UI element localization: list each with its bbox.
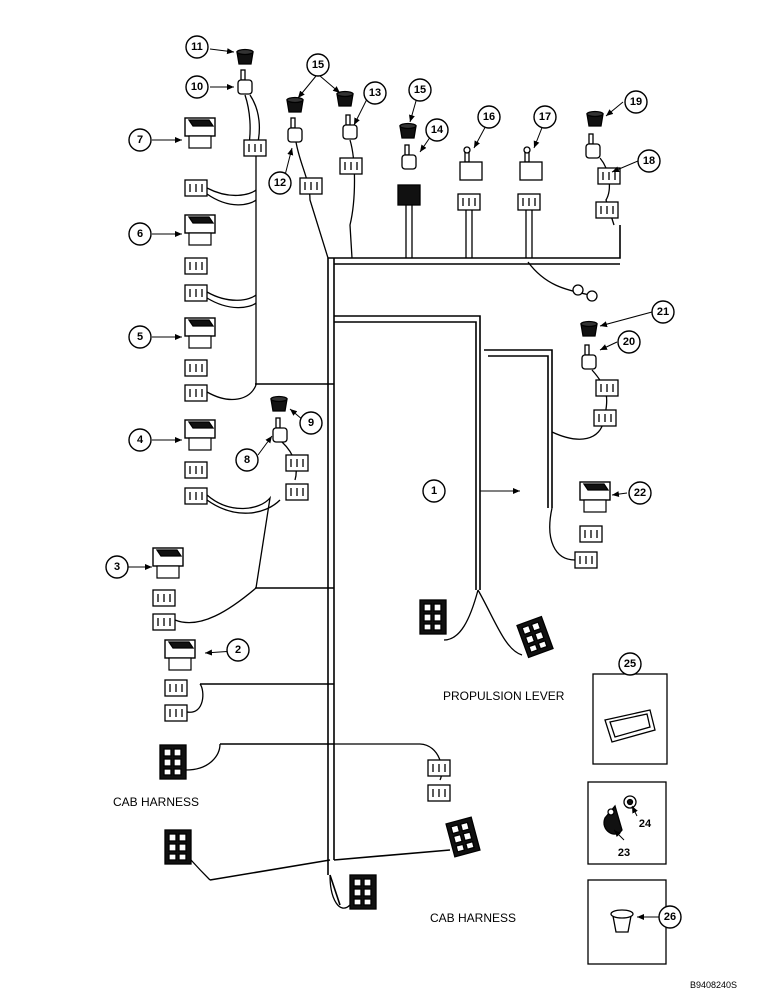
rocker-switch-6 <box>184 214 216 246</box>
harness-trunk <box>200 225 621 906</box>
connector-6b <box>184 284 208 302</box>
cab-harness-lower <box>159 743 481 910</box>
connector-20a <box>595 379 619 397</box>
cab-connector-right-2 <box>427 784 451 802</box>
top-row-components <box>236 48 621 385</box>
callout-25: 25 <box>624 658 636 670</box>
callout-18: 18 <box>643 155 655 167</box>
callout-13: 13 <box>369 87 381 99</box>
callout-1: 1 <box>431 485 437 497</box>
rocker-switch-2 <box>164 639 196 671</box>
connector-22b <box>574 551 598 569</box>
potentiometer-20 <box>581 344 597 370</box>
switch-16 <box>459 146 483 181</box>
rocker-switch-5 <box>184 317 216 349</box>
cab-plug-upper <box>159 744 187 780</box>
connector-20b <box>593 409 617 427</box>
propulsion-lever-label: PROPULSION LEVER <box>443 689 565 703</box>
potentiometer-18 <box>585 133 601 159</box>
knob-11 <box>236 48 254 65</box>
callout-19: 19 <box>630 96 642 108</box>
callout-26: 26 <box>664 911 676 923</box>
callout-23: 23 <box>618 847 630 859</box>
connector-5b <box>184 384 208 402</box>
knob-15a <box>286 96 304 113</box>
callout-5: 5 <box>137 331 143 343</box>
callout-16: 16 <box>483 111 495 123</box>
knob-19 <box>586 110 604 127</box>
right-components <box>419 320 619 659</box>
callout-6: 6 <box>137 228 143 240</box>
callouts: 1 2 3 4 5 6 7 8 9 10 11 12 13 14 15 15 1… <box>105 35 682 929</box>
connector-2b <box>164 704 188 722</box>
connector-16 <box>457 193 481 211</box>
box-23-24 <box>587 781 667 865</box>
callout-21: 21 <box>657 306 669 318</box>
callout-4: 4 <box>137 434 144 446</box>
cab-harness-label-2: CAB HARNESS <box>430 911 516 925</box>
cab-harness-label-1: CAB HARNESS <box>113 795 199 809</box>
connector-6a <box>184 257 208 275</box>
connector-3a <box>152 589 176 607</box>
connector-8b <box>285 483 309 501</box>
callout-15b: 15 <box>414 84 426 96</box>
callout-3: 3 <box>114 561 120 573</box>
drawing-code: B9408240S <box>690 980 737 990</box>
callout-22: 22 <box>634 487 646 499</box>
rocker-switch-22 <box>579 481 611 513</box>
callout-9: 9 <box>308 417 314 429</box>
connector-7 <box>184 179 208 197</box>
connector-12 <box>299 177 323 195</box>
connector-5a <box>184 359 208 377</box>
connector-8a <box>285 454 309 472</box>
connector-2a <box>164 679 188 697</box>
potentiometer-13 <box>342 114 358 140</box>
connector-22a <box>579 525 603 543</box>
potentiometer-14 <box>401 144 417 170</box>
potentiometer-8 <box>272 417 288 443</box>
callout-7: 7 <box>137 134 143 146</box>
connector-3b <box>152 613 176 631</box>
rocker-switch-7 <box>184 117 216 149</box>
propulsion-plug-left <box>419 599 447 635</box>
cab-plug-lower-right <box>445 816 481 858</box>
knob-9 <box>270 395 288 412</box>
cab-plug-bottom <box>349 874 377 910</box>
callout-2: 2 <box>235 644 241 656</box>
connector-10 <box>243 139 267 157</box>
boxed-items <box>587 673 668 965</box>
switch-17 <box>519 146 543 181</box>
cab-connector-right <box>427 759 451 777</box>
knob-15c <box>399 122 417 139</box>
callout-24: 24 <box>639 818 652 830</box>
connector-4a <box>184 461 208 479</box>
connector-13 <box>339 157 363 175</box>
propulsion-plug-right <box>516 615 554 659</box>
rocker-switch-4 <box>184 419 216 451</box>
box-26 <box>587 879 667 965</box>
callout-11: 11 <box>191 41 203 53</box>
connector-17 <box>517 193 541 211</box>
connector-18b <box>595 201 619 219</box>
knob-15b <box>336 90 354 107</box>
callout-15a: 15 <box>312 59 324 71</box>
potentiometer-10 <box>237 69 253 95</box>
cab-plug-lower-left <box>164 829 192 865</box>
potentiometer-12 <box>287 117 303 143</box>
callout-10: 10 <box>191 81 203 93</box>
callout-12: 12 <box>274 177 286 189</box>
connector-4b <box>184 487 208 505</box>
knob-21 <box>580 320 598 337</box>
callout-17: 17 <box>539 111 551 123</box>
callout-14: 14 <box>431 124 444 136</box>
rocker-switch-3 <box>152 547 184 579</box>
callout-8: 8 <box>244 454 250 466</box>
left-column-switches <box>152 117 309 722</box>
callout-20: 20 <box>623 336 635 348</box>
